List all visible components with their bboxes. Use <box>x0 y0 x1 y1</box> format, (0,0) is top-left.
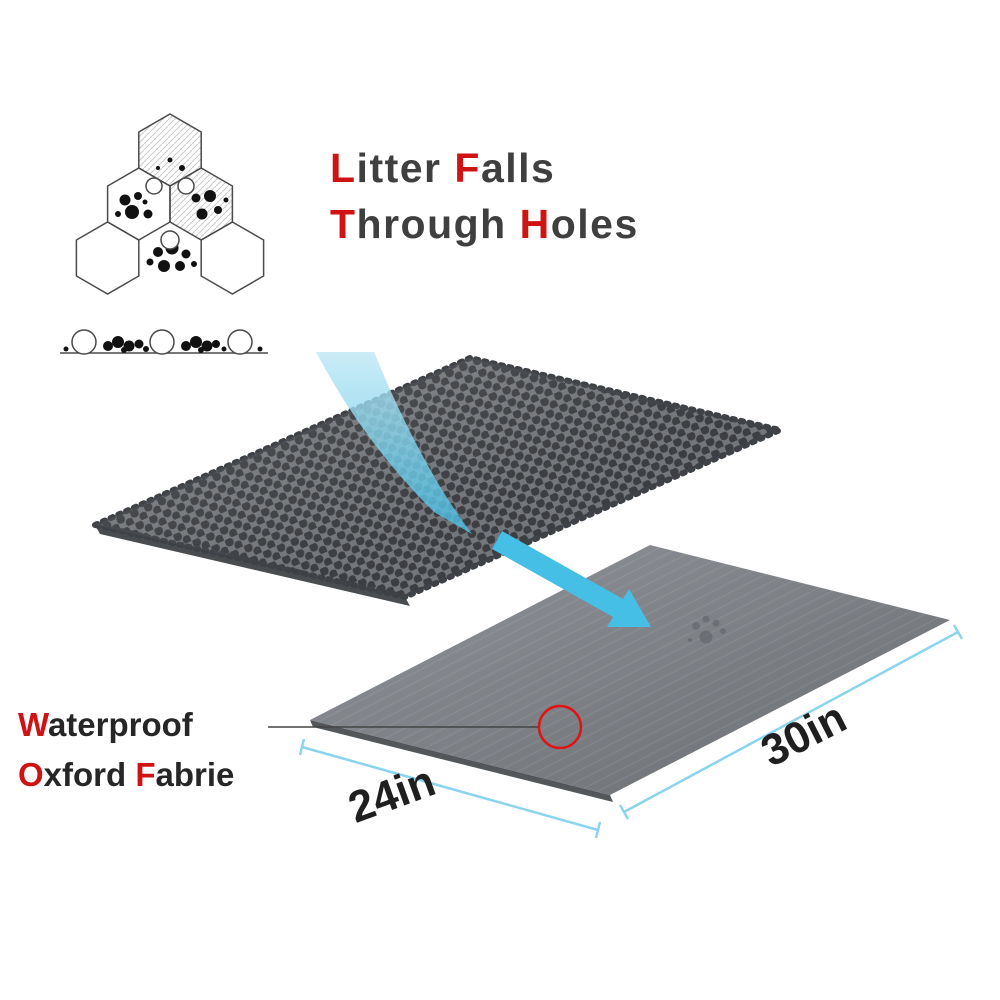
large-granules <box>145 177 195 250</box>
flow-arrow-ribbon <box>316 352 472 534</box>
red-highlight-circle-icon <box>537 704 583 750</box>
text-segment: aterproof <box>47 706 193 743</box>
text-segment: hrough <box>356 201 520 247</box>
text-segment: xford <box>43 756 136 793</box>
text-segment: W <box>18 706 48 743</box>
honeycomb-mesh-mat-layer <box>92 355 783 606</box>
dimension-line-24in <box>298 738 602 839</box>
headline-line-1: Litter Falls <box>330 140 639 196</box>
oxford-fabric-layer <box>310 545 950 802</box>
honeycomb-holes-diagram <box>75 113 265 295</box>
headline: Litter Falls Through Holes <box>330 140 639 252</box>
flow-arrow-head <box>492 531 651 627</box>
paw-print-mark <box>688 615 726 644</box>
text-segment: F <box>135 756 156 793</box>
fabric-label: Waterproof Oxford Fabrie <box>18 700 234 800</box>
text-segment: oles <box>550 201 639 247</box>
dimension-line-30in <box>618 624 964 820</box>
text-segment: H <box>519 201 551 247</box>
text-segment: T <box>330 201 357 247</box>
text-segment: abrie <box>155 756 235 793</box>
fabric-label-line-1: Waterproof <box>18 700 234 750</box>
text-segment: itter <box>356 145 455 191</box>
litter-under-mat-illustration <box>60 329 268 355</box>
text-segment: L <box>330 145 357 191</box>
litter-pile-dots <box>63 336 263 353</box>
text-segment: O <box>18 756 44 793</box>
text-segment: F <box>454 145 481 191</box>
headline-line-2: Through Holes <box>330 196 639 252</box>
fabric-label-line-2: Oxford Fabrie <box>18 750 234 800</box>
text-segment: alls <box>480 145 556 191</box>
